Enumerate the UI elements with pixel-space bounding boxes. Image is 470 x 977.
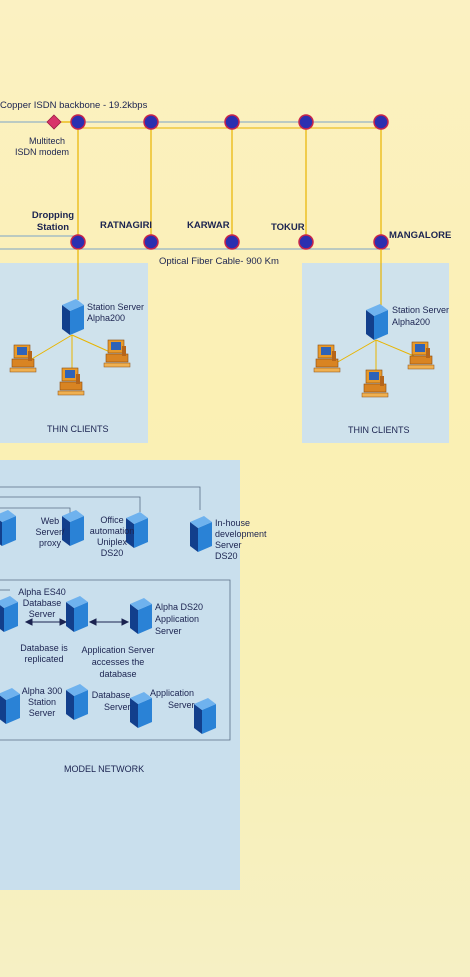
- app-access-label-3: database: [99, 669, 137, 679]
- modem-label-line2: ISDN modem: [14, 147, 69, 157]
- isdn-modem-icon: [46, 114, 62, 130]
- model-network-links: [0, 486, 231, 741]
- left-thin-client-icons: [9, 339, 131, 396]
- alpha300-label-1: Alpha 300: [21, 686, 63, 696]
- ds20-app-label-3: Server: [155, 626, 182, 636]
- ds20-app-label-1: Alpha DS20: [155, 602, 204, 612]
- inhouse-label-4: DS20: [215, 551, 238, 561]
- es40-label-2: Database: [22, 598, 62, 608]
- station-label-tokur: TOKUR: [271, 222, 305, 233]
- office-automation-label-3: Uniplex: [96, 537, 127, 547]
- modem-label-line1: Multitech: [28, 136, 65, 146]
- alpha300-label-3: Server: [28, 708, 56, 718]
- office-automation-label-1: Office: [100, 515, 124, 525]
- replicated-label-2: replicated: [24, 654, 64, 664]
- db-server-label-2: Server: [104, 702, 131, 712]
- office-automation-label-2: automation: [89, 526, 135, 536]
- alpha300-label-2: Station: [27, 697, 57, 707]
- right-server-label-line2: Alpha200: [392, 317, 431, 327]
- db-server-label-1: Database: [91, 690, 131, 700]
- app-server-label-2: Server: [168, 700, 195, 710]
- station-label-station: Station: [36, 222, 70, 233]
- station-label-ratnagiri: RATNAGIRI: [100, 220, 153, 231]
- left-server-label-line1: Station Server: [87, 302, 145, 312]
- replicated-label-1: Database is: [20, 643, 68, 653]
- right-thin-client-icons: [313, 341, 435, 398]
- backbone-label: Copper ISDN backbone - 19.2kbps: [0, 100, 148, 111]
- office-automation-label-4: DS20: [100, 548, 124, 558]
- inhouse-label-3: Server: [215, 540, 242, 550]
- app-access-label-2: accesses the: [91, 657, 145, 667]
- replication-arrows: [24, 618, 130, 626]
- fiber-label: Optical Fiber Cable- 900 Km: [159, 256, 279, 267]
- app-server-label-1: Application: [149, 688, 195, 698]
- ds20-app-label-2: Application: [155, 614, 200, 624]
- left-station-server-icon: [62, 299, 84, 335]
- web-proxy-label-3: proxy: [38, 538, 61, 548]
- backbone-nodes: [70, 114, 389, 130]
- right-station-server-icon: [366, 304, 388, 340]
- inhouse-label-2: development: [215, 529, 267, 539]
- station-label-mangalore: MANGALORE: [389, 230, 452, 241]
- station-label-karwar: KARWAR: [187, 220, 230, 231]
- right-server-label-line1: Station Server: [392, 305, 450, 315]
- station-vertical-links: [77, 122, 382, 242]
- web-proxy-label-2: Server/: [35, 527, 65, 537]
- station-label-dropping: Dropping: [31, 210, 75, 221]
- model-network-caption: MODEL NETWORK: [64, 764, 145, 774]
- web-proxy-label-1: Web: [40, 516, 60, 526]
- app-access-label-1: Application Server: [81, 645, 155, 655]
- right-thin-clients-label: THIN CLIENTS: [348, 425, 410, 435]
- es40-label-3: Server: [28, 609, 56, 619]
- es40-label-1: Alpha ES40: [18, 587, 66, 597]
- inhouse-label-1: In-house: [215, 518, 251, 528]
- fiber-nodes: [70, 234, 389, 250]
- left-thin-clients-label: THIN CLIENTS: [47, 424, 109, 434]
- left-server-label-line2: Alpha200: [87, 313, 126, 323]
